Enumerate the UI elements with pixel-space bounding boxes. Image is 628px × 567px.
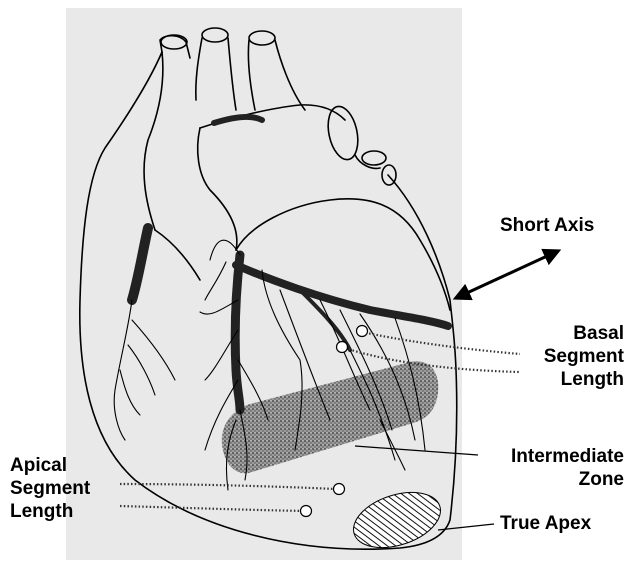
basal-marker-2	[337, 342, 348, 353]
basal-marker-1	[357, 326, 368, 337]
short-axis-label: Short Axis	[500, 214, 594, 237]
basal-line-3: Length	[544, 368, 624, 391]
basal-segment-length-label: Basal Segment Length	[544, 322, 624, 391]
apical-marker-2	[301, 506, 312, 517]
intermediate-line-2: Zone	[511, 468, 624, 491]
true-apex-label: True Apex	[500, 512, 591, 535]
apical-line-3: Length	[10, 500, 90, 523]
intermediate-line-1: Intermediate	[511, 445, 624, 468]
intermediate-zone-label: Intermediate Zone	[511, 445, 624, 491]
basal-line-1: Basal	[544, 322, 624, 345]
apical-marker-1	[334, 484, 345, 495]
apical-line-2: Segment	[10, 477, 90, 500]
basal-line-2: Segment	[544, 345, 624, 368]
apical-segment-length-label: Apical Segment Length	[10, 454, 90, 523]
apical-line-1: Apical	[10, 454, 90, 477]
short-axis-arrow	[456, 251, 558, 298]
